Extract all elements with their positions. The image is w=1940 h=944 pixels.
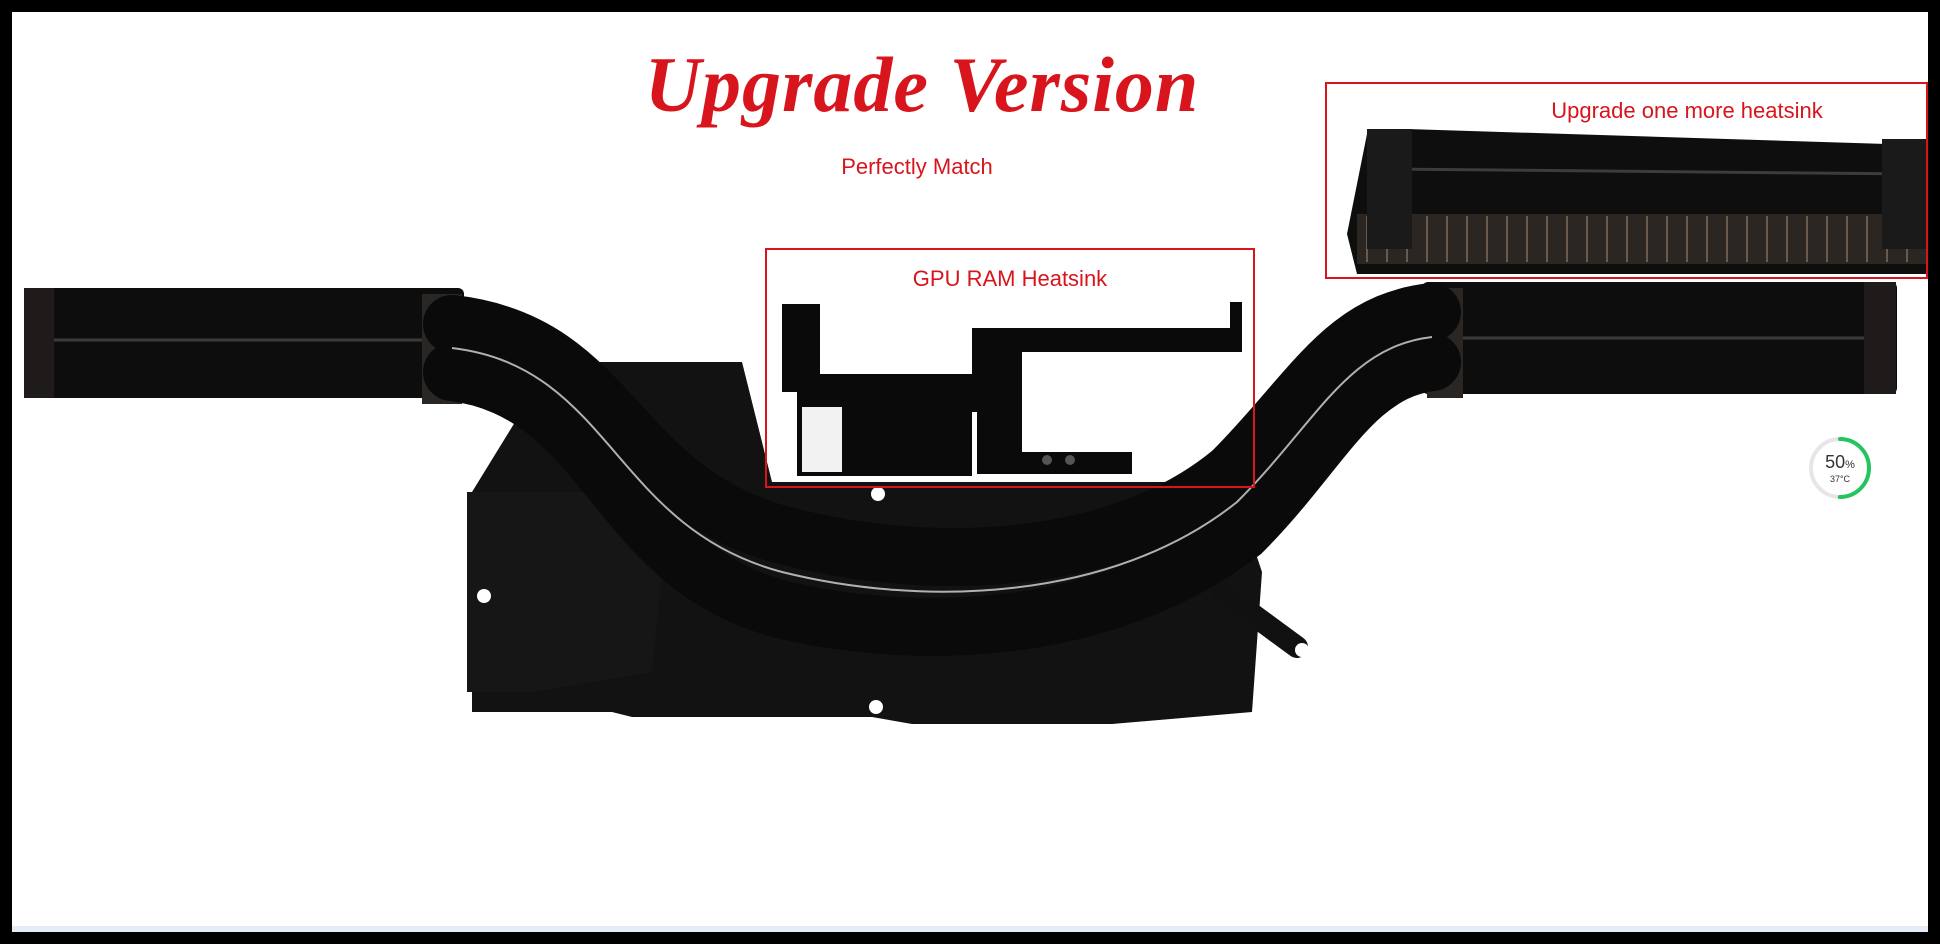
extra-heatsink-label: Upgrade one more heatsink: [1551, 98, 1823, 123]
left-pipe-end: [24, 288, 464, 398]
heat-pipe-bottom: [423, 333, 1461, 656]
badge-percent: 50%: [1825, 452, 1855, 472]
progress-ring-icon: [1809, 437, 1871, 499]
gpu-ram-label: GPU RAM Heatsink: [912, 266, 1108, 291]
heat-pipe-top: [423, 283, 1461, 586]
subtitle: Perfectly Match: [841, 154, 993, 179]
bottom-strip: [12, 926, 1928, 932]
heatsink-photo: [24, 282, 1897, 724]
badge-temperature: 37°C: [1829, 474, 1851, 484]
gpu-ram-callout: GPU RAM Heatsink: [765, 248, 1255, 488]
performance-badge[interactable]: 50% 37°C: [1808, 436, 1872, 500]
extra-heatsink-photo: [1347, 129, 1926, 274]
gpu-ram-pad: [782, 302, 1242, 476]
image-frame: Upgrade Version Perfectly Match GPU RAM …: [12, 12, 1928, 932]
page-title: Upgrade Version: [644, 41, 1200, 128]
extra-heatsink-callout: Upgrade one more heatsink: [1325, 82, 1928, 279]
